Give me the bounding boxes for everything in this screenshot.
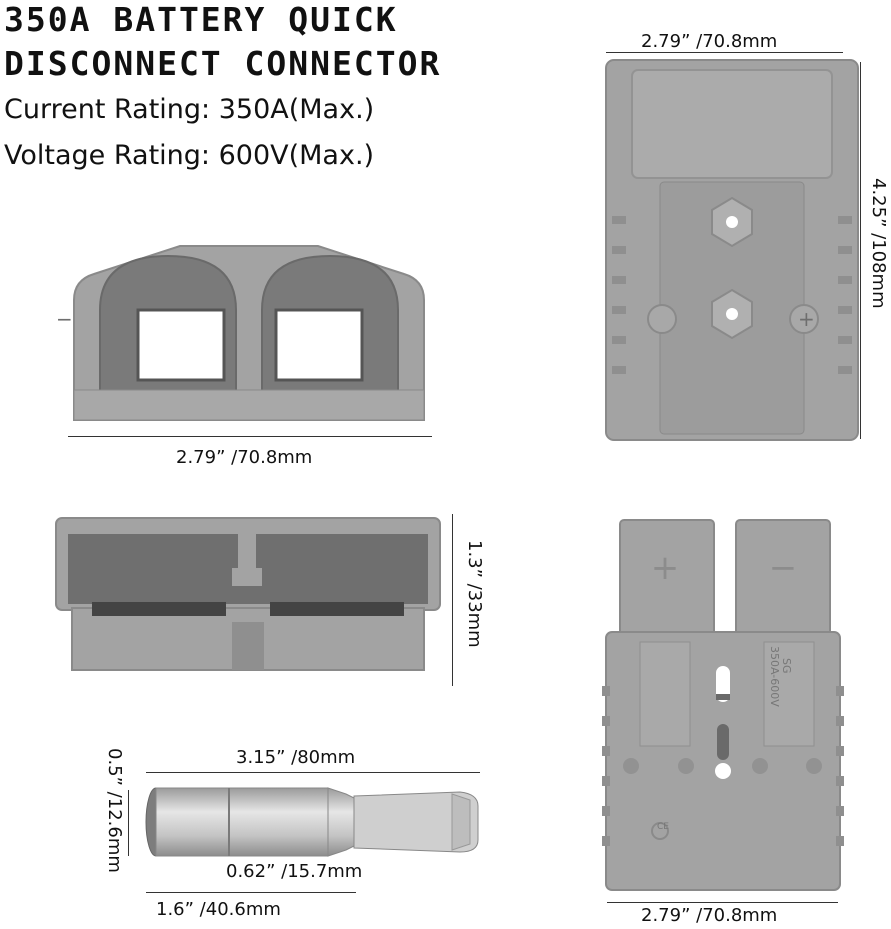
front-width-line [68,436,432,437]
connector-side-view [55,517,441,671]
top-width-label: 2.79” /70.8mm [641,31,778,52]
model-marking: SG [780,658,793,674]
plus-symbol-back: + [798,307,815,331]
right-height-label: 4.25” /108mm [868,178,889,309]
connector-top-view [602,519,844,891]
pin-barrel-line [146,892,356,893]
connector-back-view [605,59,859,441]
minus-symbol-top: − [768,548,798,588]
front-width-label: 2.79” /70.8mm [176,447,313,468]
side-height-line [452,514,453,686]
pin-barrel-label: 1.6” /40.6mm [156,899,281,920]
bottom-width-label: 2.79” /70.8mm [641,905,778,926]
pin-diameter-label: 0.5” /12.6mm [104,748,125,873]
title-line-2: DISCONNECT CONNECTOR [4,44,442,83]
pin-mid-label: 0.62” /15.7mm [226,861,363,882]
top-width-line [606,52,843,53]
plus-symbol-top: + [650,548,680,588]
pin-length-label: 3.15” /80mm [236,747,356,768]
contact-pin [145,787,479,857]
ce-marking: CE [657,822,669,832]
connector-front-view [73,245,425,421]
side-height-label: 1.3” /33mm [464,540,485,648]
rating-marking: 350A-600V [768,646,781,707]
bottom-width-line [607,902,838,903]
title-line-1: 350A BATTERY QUICK [4,0,398,39]
current-rating: Current Rating: 350A(Max.) [4,94,375,125]
pin-length-line [146,772,480,773]
voltage-rating: Voltage Rating: 600V(Max.) [4,140,375,171]
right-height-line [860,62,861,439]
pin-diameter-line [128,790,129,856]
